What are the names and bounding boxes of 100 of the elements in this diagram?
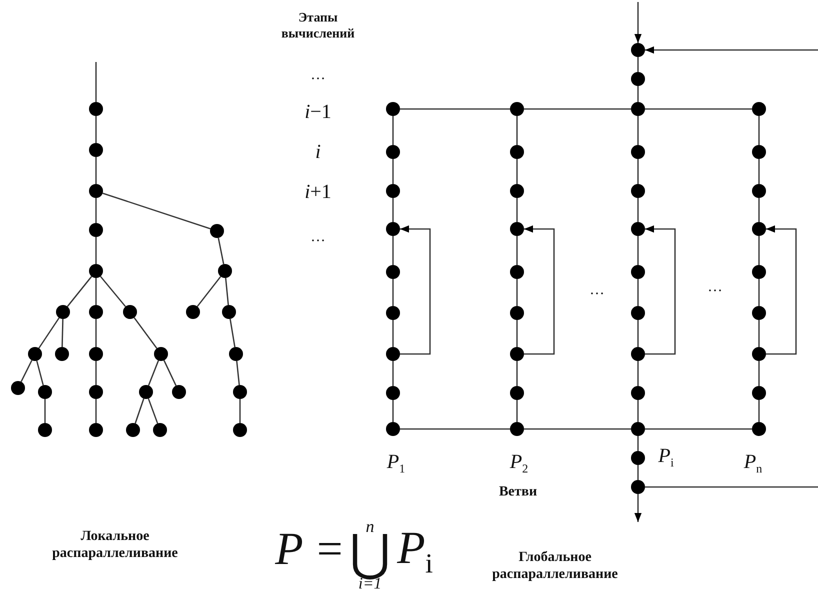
- connector-line: [102, 192, 211, 230]
- connector-line: [134, 317, 158, 349]
- dot: [89, 264, 103, 278]
- connector-line: [516, 236, 518, 265]
- connector-line: [218, 238, 224, 264]
- connector-line: [645, 428, 752, 430]
- connector-line: [236, 360, 240, 386]
- dot: [752, 265, 766, 279]
- connector-line: [637, 86, 639, 102]
- connector-line: [134, 398, 144, 424]
- dot: [89, 385, 103, 399]
- dot: [631, 43, 645, 57]
- dot: [752, 386, 766, 400]
- branch-label: P$_{n}$: [744, 450, 762, 476]
- connector-line: [66, 276, 92, 307]
- connector-line: [516, 320, 518, 347]
- connector-line: [62, 318, 64, 348]
- ellipsis: …: [708, 278, 722, 296]
- connector-line: [637, 400, 639, 422]
- dot: [631, 422, 645, 436]
- ellipsis: …: [310, 66, 326, 84]
- dot: [123, 305, 137, 319]
- connector-line: [95, 361, 97, 385]
- connector-line: [645, 108, 752, 110]
- dot: [510, 306, 524, 320]
- connector-line: [225, 278, 229, 306]
- arrow: [645, 225, 676, 355]
- dot: [38, 423, 52, 437]
- connector-line: [392, 198, 394, 222]
- connector-line: [392, 361, 394, 386]
- dot: [386, 184, 400, 198]
- formula-upper-limit: n: [366, 516, 374, 536]
- connector-line: [758, 400, 760, 422]
- connector-line: [637, 57, 639, 72]
- connector-line: [400, 108, 510, 110]
- dot: [752, 184, 766, 198]
- dot: [631, 145, 645, 159]
- connector-line: [95, 157, 97, 184]
- connector-line: [524, 108, 631, 110]
- dot: [229, 347, 243, 361]
- dot: [154, 347, 168, 361]
- connector-line: [163, 360, 177, 386]
- dot: [752, 422, 766, 436]
- connector-line: [95, 198, 97, 223]
- dot: [510, 145, 524, 159]
- connector-line: [516, 116, 518, 145]
- connector-line: [95, 237, 97, 264]
- dot: [222, 305, 236, 319]
- connector-line: [20, 360, 32, 382]
- connector-line: [95, 62, 97, 102]
- connector-line: [516, 361, 518, 386]
- connector-line: [637, 198, 639, 222]
- dot: [139, 385, 153, 399]
- connector-line: [758, 198, 760, 222]
- connector-line: [38, 317, 60, 349]
- connector-line: [95, 116, 97, 143]
- arrow: [634, 2, 642, 43]
- dot: [186, 305, 200, 319]
- connector-line: [392, 400, 394, 422]
- connector-line: [148, 360, 160, 386]
- connector-line: [516, 279, 518, 306]
- arrow: [524, 225, 555, 355]
- dot: [89, 305, 103, 319]
- connector-line: [95, 278, 97, 305]
- connector-line: [95, 319, 97, 347]
- connector-line: [758, 279, 760, 306]
- dot: [752, 347, 766, 361]
- dot: [631, 184, 645, 198]
- dot: [631, 306, 645, 320]
- connector-line: [95, 399, 97, 423]
- connector-line: [516, 198, 518, 222]
- dot: [233, 423, 247, 437]
- formula-text: P =: [275, 526, 345, 572]
- dot: [56, 305, 70, 319]
- dot: [752, 306, 766, 320]
- dot: [89, 143, 103, 157]
- connector-line: [637, 320, 639, 347]
- dot: [510, 184, 524, 198]
- formula-text: P$_{i}$: [397, 524, 433, 578]
- connector-line: [637, 361, 639, 386]
- connector-line: [392, 116, 394, 145]
- connector-line: [758, 236, 760, 265]
- ellipsis: …: [310, 228, 326, 246]
- dot: [386, 265, 400, 279]
- connector-line: [516, 400, 518, 422]
- connector-line: [637, 279, 639, 306]
- dot: [510, 102, 524, 116]
- connector-line: [516, 159, 518, 184]
- connector-line: [392, 236, 394, 265]
- dot: [631, 451, 645, 465]
- dot: [218, 264, 232, 278]
- connector-line: [400, 428, 510, 430]
- arrow: [766, 225, 797, 355]
- arrow: [400, 225, 431, 355]
- connector-line: [637, 116, 639, 145]
- connector-line: [637, 159, 639, 184]
- dot: [386, 347, 400, 361]
- connector-line: [645, 486, 818, 488]
- branch-label: P$_{i}$: [658, 444, 674, 470]
- dot: [510, 265, 524, 279]
